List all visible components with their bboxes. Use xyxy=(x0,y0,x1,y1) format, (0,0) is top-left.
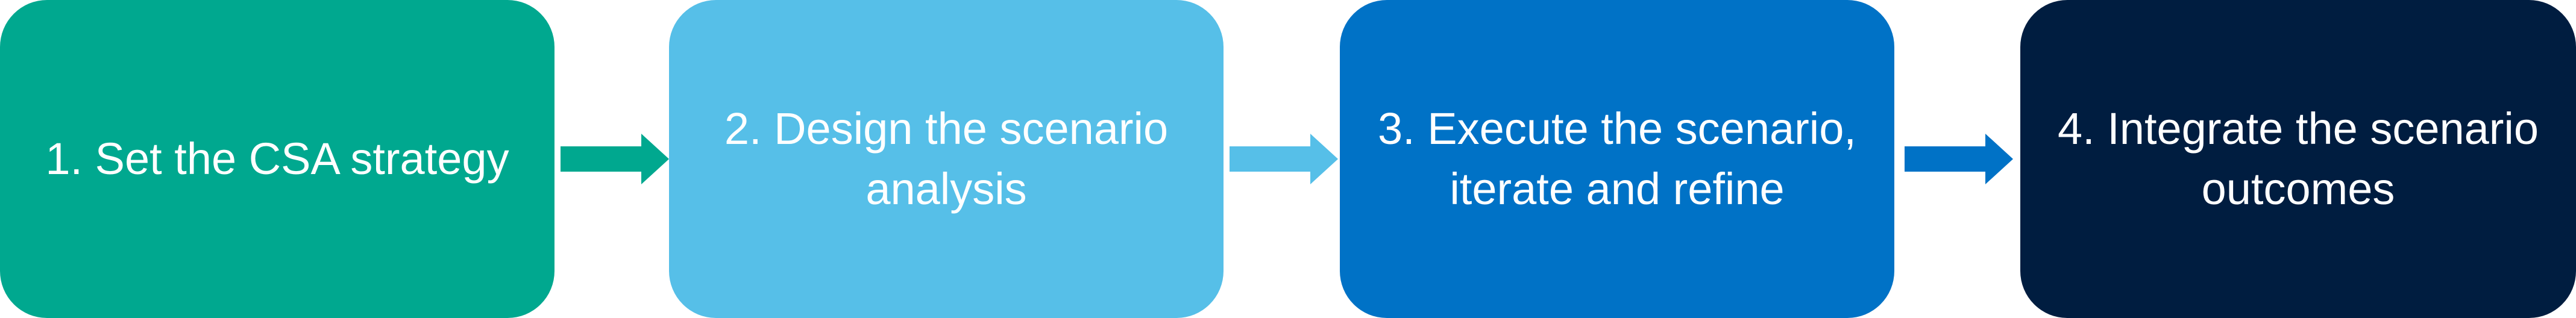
step-label: 4. Integrate the scenario outcomes xyxy=(2057,104,2539,214)
step-box-set-csa-strategy: 1. Set the CSA strategy xyxy=(0,0,554,318)
arrow-right-icon xyxy=(1230,134,1338,184)
step-box-execute-scenario: 3. Execute the scenario, iterate and ref… xyxy=(1340,0,1894,318)
step-box-design-scenario-analysis: 2. Design the scenario analysis xyxy=(669,0,1224,318)
arrow-shape xyxy=(1230,134,1338,184)
step-label: 2. Design the scenario analysis xyxy=(724,104,1169,214)
arrow-shape xyxy=(1905,134,2013,184)
step-label: 3. Execute the scenario, iterate and ref… xyxy=(1378,104,1856,214)
step-label: 1. Set the CSA strategy xyxy=(45,134,509,184)
arrow-right-icon xyxy=(561,134,669,184)
step-box-integrate-outcomes: 4. Integrate the scenario outcomes xyxy=(2020,0,2576,318)
arrow-shape xyxy=(561,134,669,184)
arrow-right-icon xyxy=(1905,134,2013,184)
